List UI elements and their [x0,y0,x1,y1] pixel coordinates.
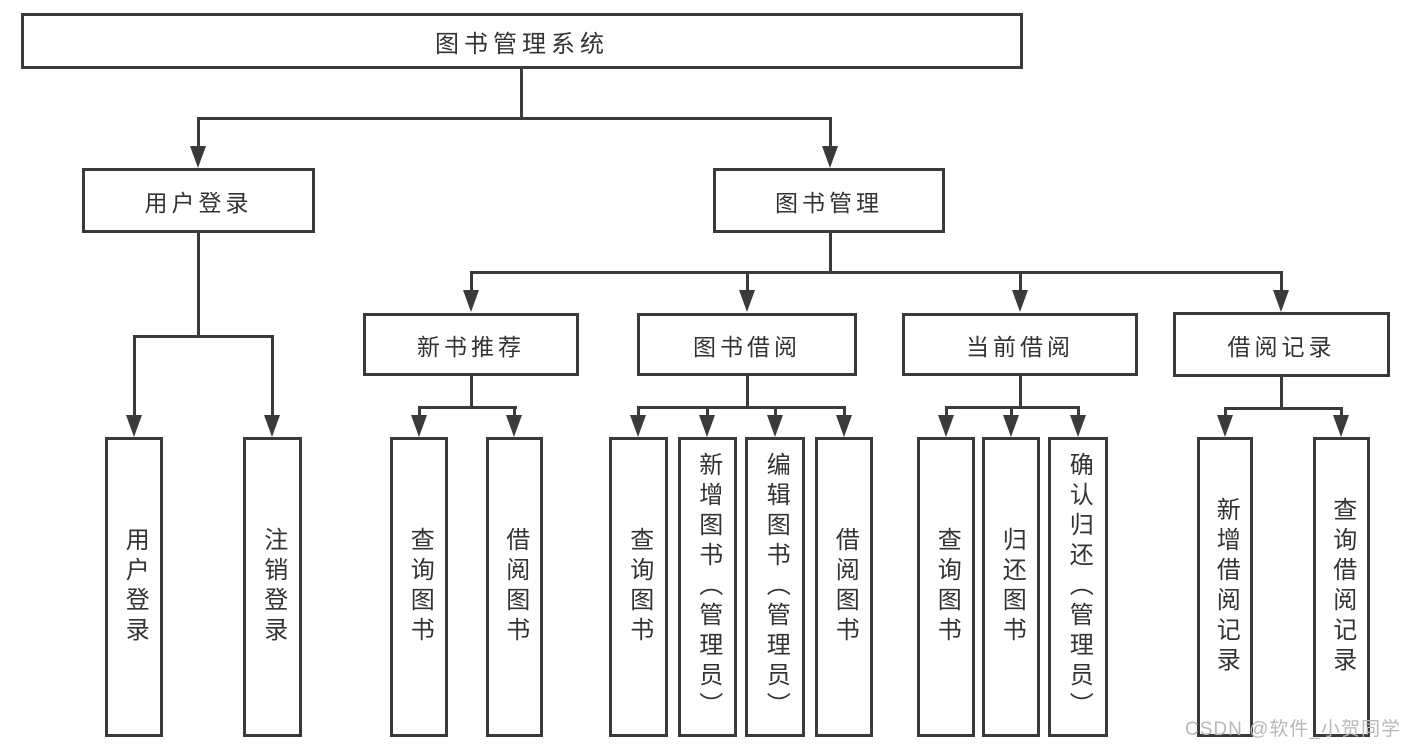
node-new-book-recommend-label: 新书推荐 [417,333,525,360]
connector-leaf-drop [1340,407,1343,417]
leaf-borrow-books: 借阅图书 [486,437,543,737]
connector-leaf-drop [1077,406,1080,417]
leaf-query-books: 查询图书 [390,437,448,737]
leaf-edit-books-admin: 编辑图书（管理员） [745,437,805,737]
connector-leaf-drop [271,335,274,417]
arrow-down-icon [1333,415,1349,437]
connector-leaf-drop [774,406,777,417]
connector-group-split [418,406,517,409]
arrow-down-icon [463,290,479,312]
connector-group-stem [470,376,473,409]
arrow-down-icon [411,415,427,437]
node-user-login-label: 用户登录 [144,189,253,216]
arrow-down-icon [739,290,755,312]
arrow-down-icon [1273,290,1289,312]
node-borrowing-records: 借阅记录 [1173,312,1390,377]
connector-leaf-drop [1010,406,1013,417]
node-book-management: 图书管理 [713,168,945,233]
connector-leaf-drop [133,335,136,417]
leaf-query-books: 查询图书 [609,437,668,737]
connector-leaf-drop [945,406,948,417]
node-current-borrowing-label: 当前借阅 [966,333,1074,360]
connector-leaf-drop [1224,407,1227,417]
arrow-down-icon [264,415,280,437]
connector-group-split [637,406,846,409]
leaf-confirm-return-admin: 确认归还（管理员） [1048,437,1108,737]
arrow-down-icon [506,415,522,437]
arrow-down-icon [1012,290,1028,312]
leaf-borrow-books: 借阅图书 [815,437,873,737]
node-borrowing-records-label: 借阅记录 [1227,333,1336,360]
node-book-borrowing: 图书借阅 [637,313,857,376]
csdn-watermark: CSDN @软件_小贺同学 [1185,719,1401,740]
connector-root-split [197,117,832,120]
connector-leaf-drop [418,406,421,417]
node-current-borrowing: 当前借阅 [902,313,1138,376]
connector-user-login-stem [197,233,200,338]
connector-level3-drop [746,271,749,292]
arrow-down-icon [836,415,852,437]
arrow-down-icon [822,146,838,168]
connector-group-split [1224,407,1343,410]
node-root: 图书管理系统 [21,13,1023,69]
node-user-login: 用户登录 [82,168,315,233]
node-root-label: 图书管理系统 [435,30,609,58]
arrow-down-icon [767,415,783,437]
connector-leaf-drop [706,406,709,417]
leaf-logout: 注销登录 [243,437,302,737]
arrow-down-icon [1070,415,1086,437]
connector-leaf-drop [513,406,516,417]
connector-book-mgmt-split [470,271,1283,274]
connector-group-stem [1280,377,1283,409]
arrow-down-icon [938,415,954,437]
connector-root-stem [520,69,523,119]
connector-level3-drop [470,271,473,292]
leaf-return-books: 归还图书 [982,437,1040,737]
leaf-add-books-admin: 新增图书（管理员） [678,437,737,737]
connector-group-stem [1019,376,1022,409]
leaf-add-borrow-record: 新增借阅记录 [1197,437,1253,737]
connector-user-login-split [133,335,274,338]
connector-level3-drop [1280,271,1283,292]
node-book-borrowing-label: 图书借阅 [693,333,801,360]
connector-leaf-drop [637,406,640,417]
connector-user-login-drop [197,117,200,149]
connector-level3-drop [1019,271,1022,292]
arrow-down-icon [1217,415,1233,437]
connector-group-stem [746,376,749,409]
connector-book-mgmt-drop [829,117,832,149]
leaf-query-borrow-record: 查询借阅记录 [1313,437,1370,737]
arrow-down-icon [630,415,646,437]
node-new-book-recommend: 新书推荐 [363,313,579,376]
arrow-down-icon [699,415,715,437]
leaf-query-books: 查询图书 [917,437,975,737]
arrow-down-icon [190,146,206,168]
leaf-user-login: 用户登录 [105,437,163,737]
node-book-management-label: 图书管理 [775,189,883,216]
arrow-down-icon [126,415,142,437]
connector-book-mgmt-stem [829,233,832,273]
connector-leaf-drop [843,406,846,417]
arrow-down-icon [1003,415,1019,437]
